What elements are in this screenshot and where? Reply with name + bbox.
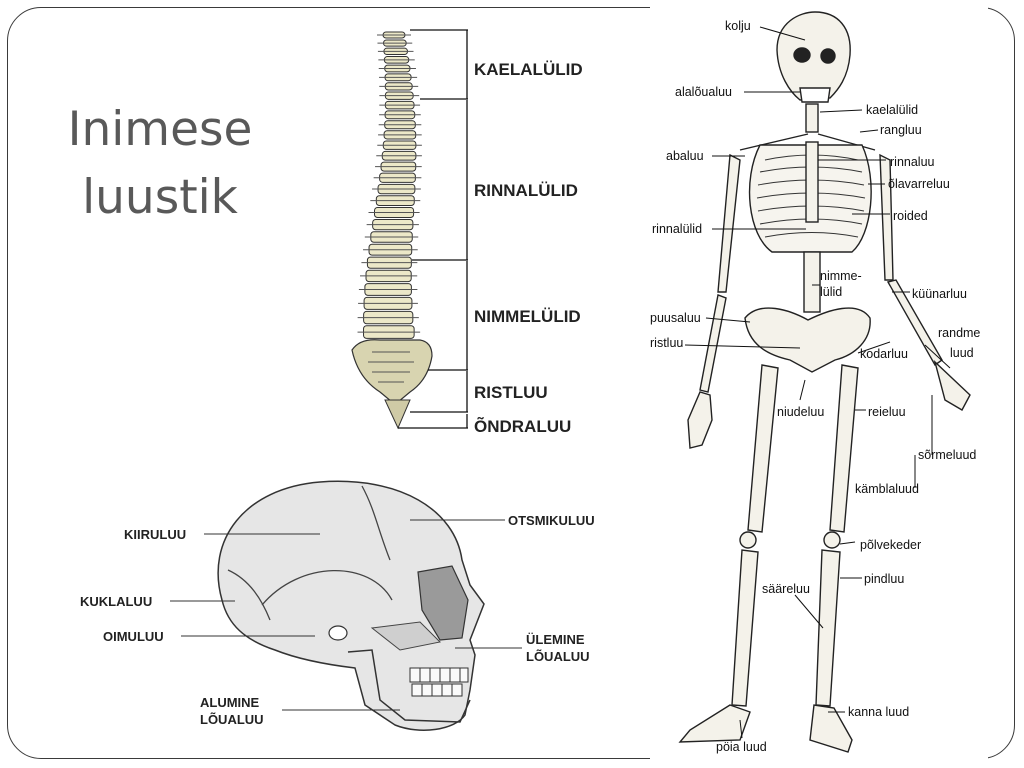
label-otsmikuluu: OTSMIKULUU (508, 513, 595, 528)
label-alaloualuu: alalõualuu (675, 85, 732, 99)
coccyx-shape (384, 399, 411, 430)
label-loualuu-upper: LÕUALUU (526, 649, 590, 664)
label-nimmelulid: NIMMELÜLID (474, 307, 581, 326)
label-saareluu: sääreluu (762, 582, 810, 596)
skeleton-figure (678, 11, 971, 753)
label-abaluu: abaluu (666, 149, 704, 163)
skull-leader-lines (170, 519, 522, 711)
label-rangluu: rangluu (880, 123, 922, 137)
label-kamblaluud: kämblaluud (855, 482, 919, 496)
label-reieluu: reieluu (868, 405, 906, 419)
label-rinnalulid: rinnalülid (652, 222, 702, 236)
label-pindluu: pindluu (864, 572, 904, 586)
label-rinnalulid: RINNALÜLID (474, 181, 578, 200)
label-luud: luud (950, 346, 974, 360)
label-kodarluu: kodarluu (860, 347, 908, 361)
title-line-2: luustik (82, 170, 238, 225)
slide-title: Inimese luustik (50, 96, 270, 232)
label-kanna-luud: kanna luud (848, 705, 909, 719)
label-rinnaluu: rinnaluu (890, 155, 935, 169)
label-kiiruluu: KIIRULUU (124, 527, 186, 542)
label-kuklaluu: KUKLALUU (80, 594, 152, 609)
label-ulemine: ÜLEMINE (526, 632, 585, 647)
label-poia-luud: pöia luud (716, 740, 767, 754)
sacrum-shape (351, 339, 433, 403)
label-ristluu: RISTLUU (474, 383, 548, 402)
label-puusaluu: puusaluu (650, 311, 701, 325)
label-olavarreluu: õlavarreluu (888, 177, 950, 191)
title-line-1: Inimese (67, 102, 253, 157)
label-kaelalulid: kaelalülid (866, 103, 918, 117)
label-kuunarluu: küünarluu (912, 287, 967, 301)
label-sormeluud: sõrmeluud (918, 448, 976, 462)
label-kaelalulid: KAELALÜLID (474, 60, 583, 79)
label-loualuu-lower: LÕUALUU (200, 712, 264, 727)
label-lulid: lülid (820, 285, 842, 299)
label-oimuluu: OIMULUU (103, 629, 164, 644)
skull-drawing (217, 480, 485, 731)
label-polvekeder: põlvekeder (860, 538, 921, 552)
label-randme: randme (938, 326, 980, 340)
skeleton-leader-lines (684, 26, 951, 739)
label-nimme: nimme- (820, 269, 862, 283)
label-ondraluu: ÕNDRALUU (474, 416, 571, 436)
label-niudeluu: niudeluu (777, 405, 824, 419)
spine-column (351, 31, 433, 430)
label-kolju: kolju (725, 19, 751, 33)
label-roided: roided (893, 209, 928, 223)
label-alumine: ALUMINE (200, 695, 260, 710)
label-ristluu: ristluu (650, 336, 683, 350)
spine-brackets (398, 29, 468, 429)
